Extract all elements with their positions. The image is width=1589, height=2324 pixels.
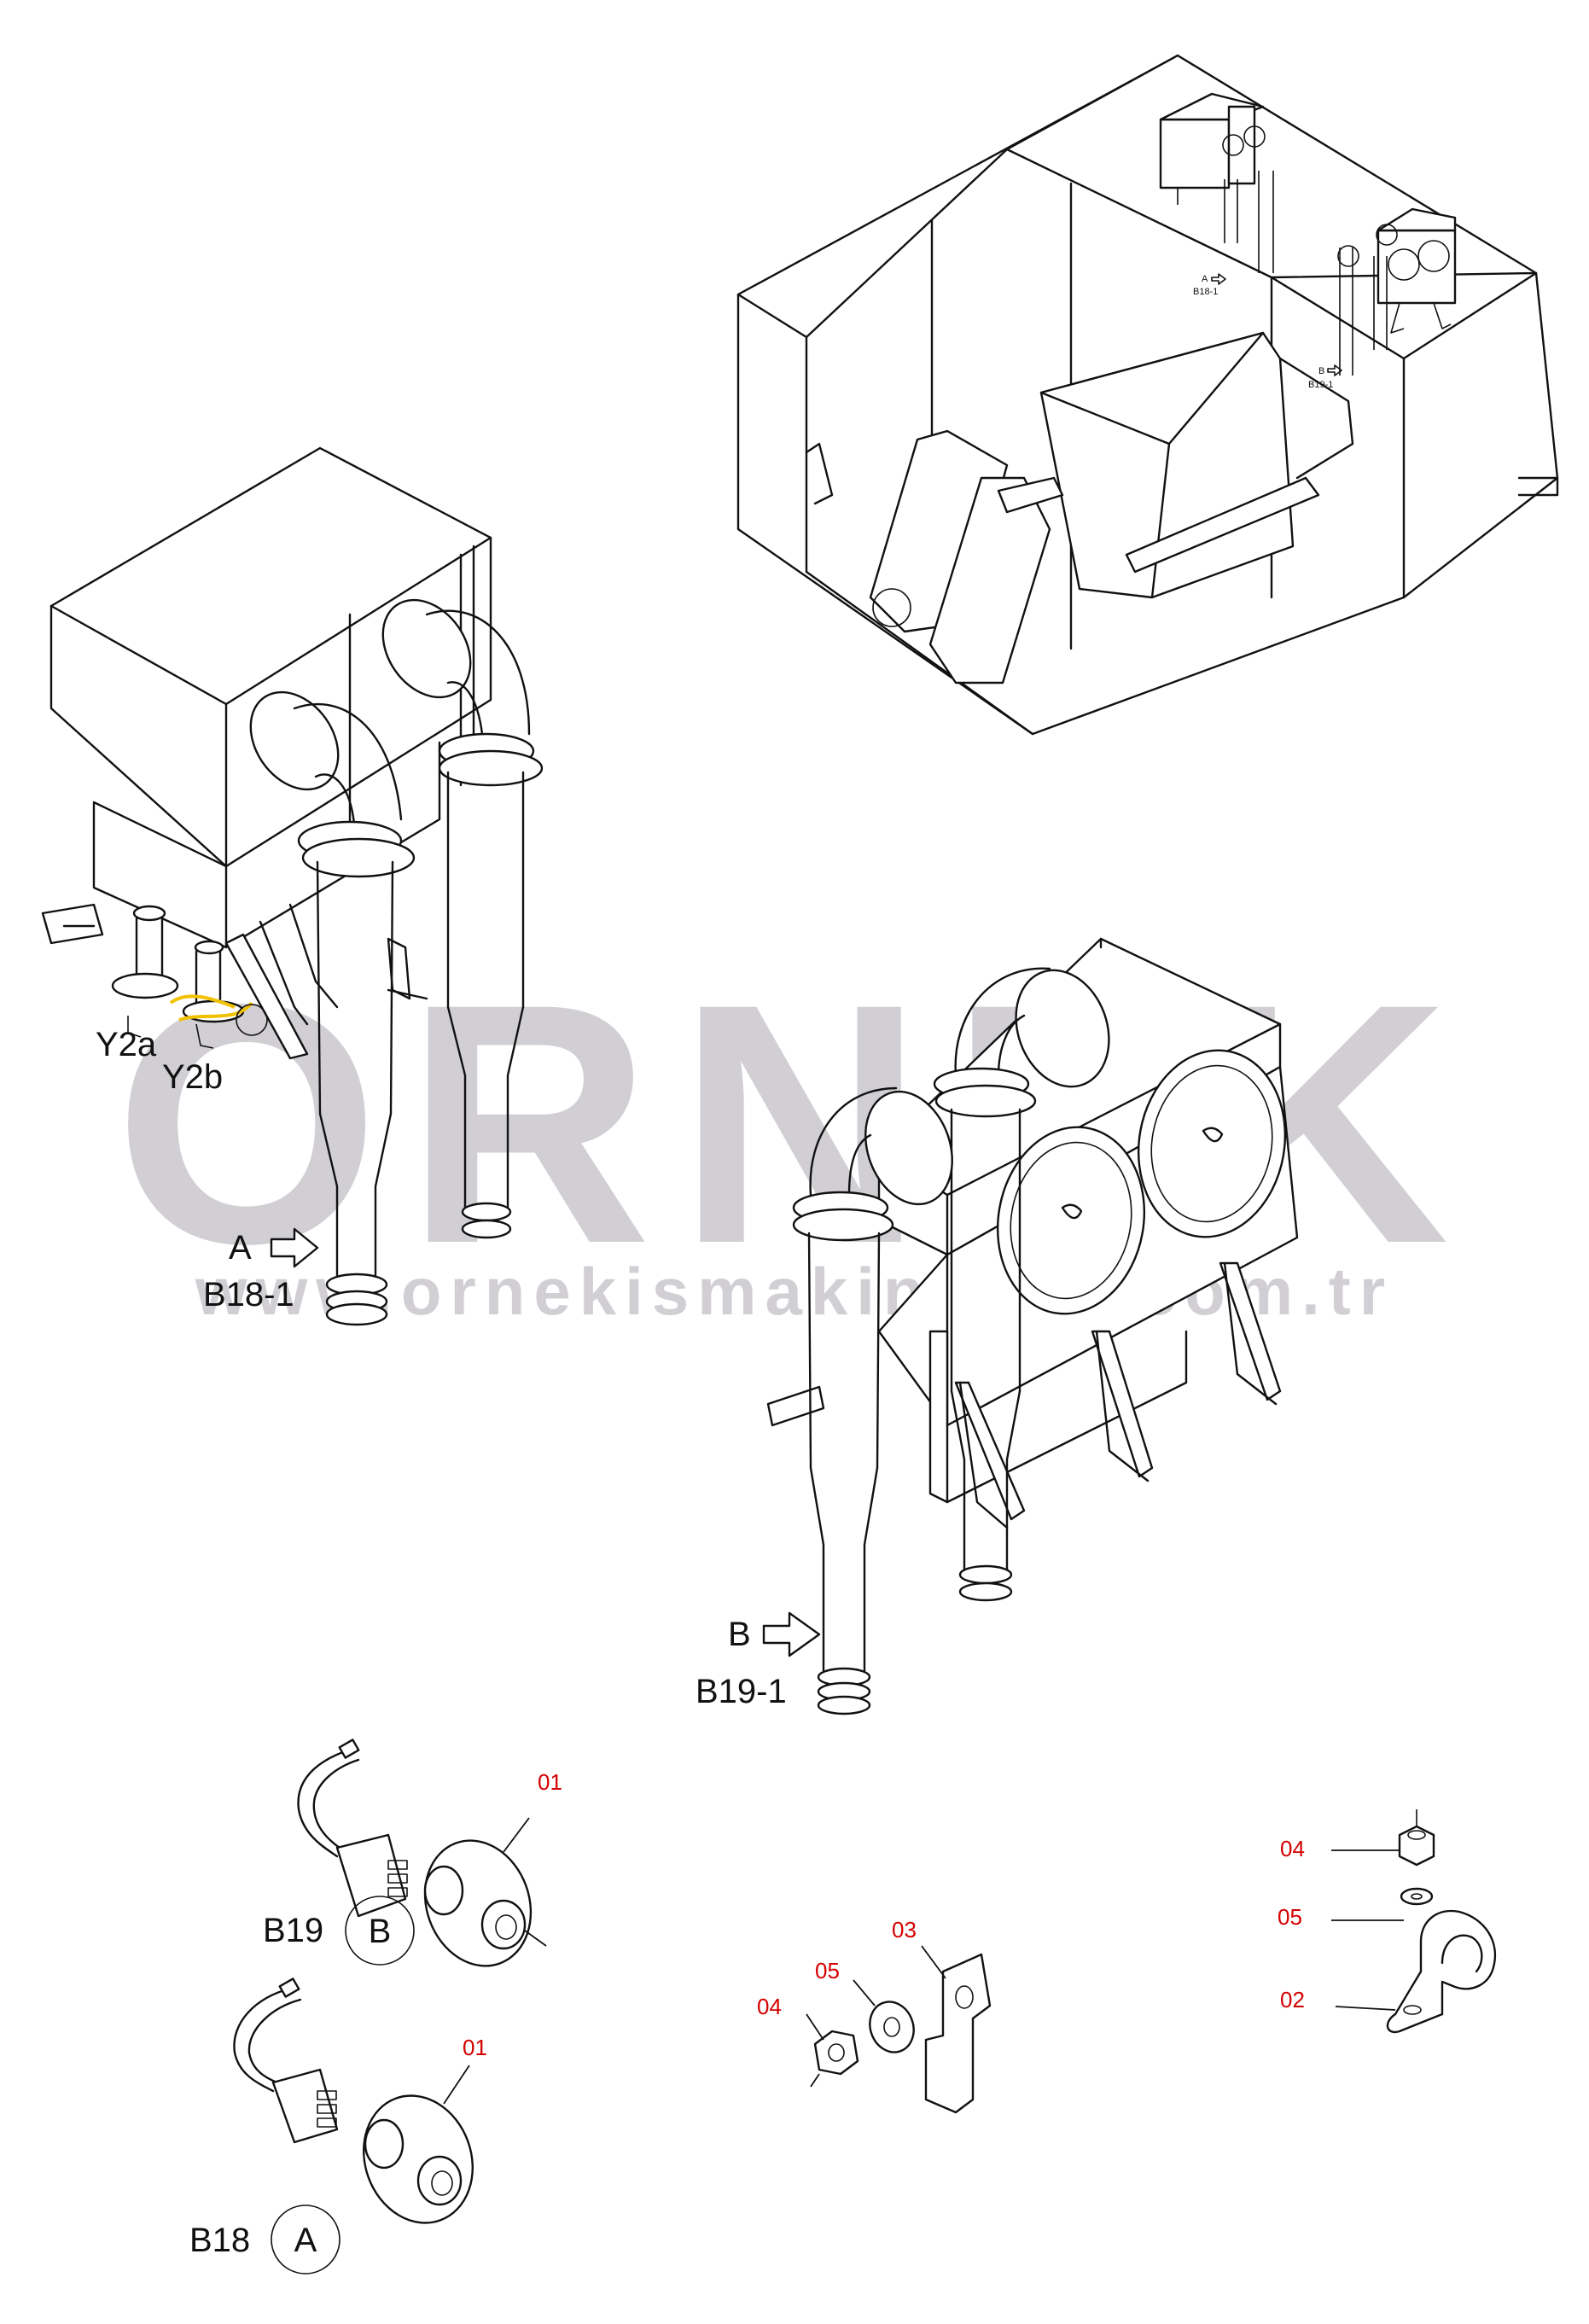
- label-y2b: Y2b: [162, 1058, 223, 1096]
- detail-circle-letter-b: B: [369, 1913, 392, 1950]
- overview-cooler-a: [1159, 92, 1274, 273]
- cooler-assembly-view-b: [766, 937, 1299, 1715]
- view-b-marker: B B19-1: [696, 1611, 821, 1710]
- part-number-05-clamp: 05: [1278, 1904, 1302, 1930]
- sensor-detail-b18: [233, 1977, 474, 2224]
- label-y2a: Y2a: [96, 1026, 157, 1063]
- overview-label-b: B: [1318, 366, 1324, 376]
- overview-cooler-b: [1337, 207, 1457, 376]
- part-number-01-b18: 01: [463, 2035, 487, 2060]
- part-number-04-clamp: 04: [1280, 1836, 1305, 1861]
- detail-circle-b19: [345, 1896, 415, 1966]
- view-a-code: B18-1: [203, 1276, 294, 1313]
- view-a-letter: A: [229, 1229, 252, 1267]
- detail-code-b19: B19: [263, 1912, 323, 1949]
- detail-circle-b18: [271, 2205, 340, 2274]
- overview-code-b18-1: B18-1: [1193, 287, 1218, 297]
- part-number-02: 02: [1280, 1987, 1305, 2012]
- overview-label-a: A: [1202, 274, 1208, 284]
- sensor-detail-b19: [297, 1739, 547, 1967]
- view-a-arrow-icon: [270, 1227, 319, 1268]
- view-a-marker: A B18-1: [203, 1227, 319, 1313]
- overview-code-b19-1: B19-1: [1308, 380, 1333, 390]
- part-number-03: 03: [892, 1917, 917, 1942]
- clamp-detail: [1331, 1809, 1496, 2034]
- part-number-01-b19: 01: [538, 1769, 562, 1795]
- part-number-05-bracket: 05: [815, 1958, 840, 1983]
- view-b-arrow-icon: [762, 1611, 821, 1657]
- view-b-letter: B: [728, 1616, 751, 1653]
- detail-circle-letter-a: A: [294, 2222, 317, 2259]
- view-b-code: B19-1: [696, 1673, 787, 1710]
- cooler-assembly-view-a: [41, 446, 544, 1326]
- bracket-detail: [806, 1945, 992, 2114]
- part-number-04-bracket: 04: [757, 1994, 782, 2019]
- detail-code-b18: B18: [189, 2222, 250, 2259]
- machine-frame-overview: A B18-1 B B19-1: [736, 54, 1559, 736]
